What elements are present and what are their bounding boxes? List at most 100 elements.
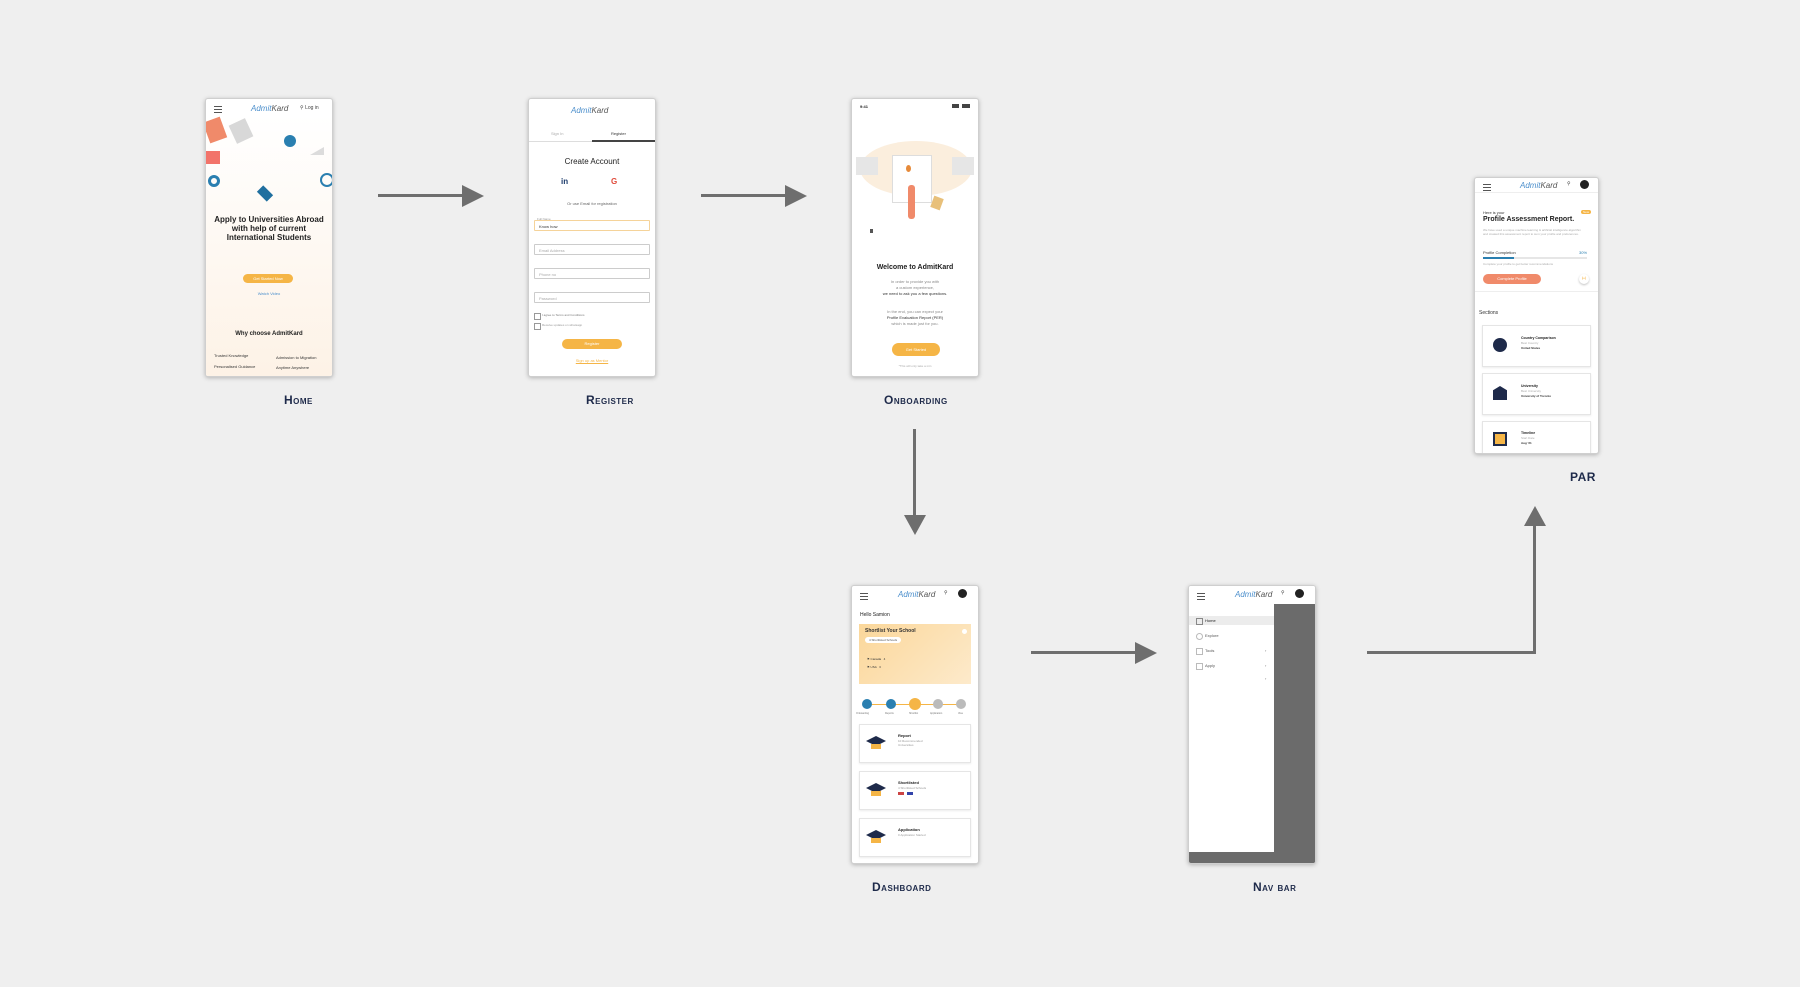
par-here: Here is your (1483, 210, 1505, 215)
caption-navbar: Nav bar (1253, 880, 1297, 894)
onboarding-line: In the end, you can expect your (887, 309, 943, 314)
menu-icon[interactable] (1197, 593, 1205, 600)
tab-register[interactable]: Register (611, 131, 626, 136)
nav-item-explore[interactable]: Explore (1205, 633, 1219, 638)
card-title: Report (898, 733, 911, 738)
clock-icon (320, 173, 332, 187)
register-button[interactable]: Register (562, 339, 622, 349)
shortlist-banner[interactable]: Shortlist Your School 4 Shortlisted Scho… (859, 624, 971, 684)
application-card[interactable]: Application 0 Application Started (859, 818, 971, 857)
feature-item: Admission to Migration (276, 355, 317, 360)
home-icon (1196, 618, 1203, 625)
nav-item-tools[interactable]: Tools (1205, 648, 1215, 653)
tools-icon (1196, 648, 1203, 655)
agree-checkbox[interactable] (534, 313, 541, 320)
updates-label: Receive updates on whatsapp (542, 323, 583, 327)
get-started-button[interactable]: Get Started Now (243, 274, 293, 283)
avatar[interactable] (958, 589, 967, 598)
create-account-title: Create Account (564, 157, 620, 166)
shortlisted-card[interactable]: Shortlisted 4 Shortlisted Schools (859, 771, 971, 810)
linkedin-icon[interactable]: in (561, 177, 569, 186)
tab-signin[interactable]: Sign In (551, 131, 564, 136)
close-icon[interactable] (962, 629, 967, 634)
sections-heading: Sections (1479, 310, 1499, 316)
illustration-panel (952, 157, 974, 175)
login-link[interactable]: ⚲ Log in (300, 105, 319, 111)
step-application-icon[interactable] (933, 699, 943, 709)
step-shortlist-icon[interactable] (909, 698, 921, 710)
card-title: Shortlisted (898, 780, 919, 785)
caption-dashboard: Dashboard (872, 880, 932, 894)
university-card[interactable]: University Best University University of… (1482, 373, 1591, 415)
name-field[interactable]: Know how (534, 220, 650, 231)
home-screen: AdmitKard ⚲ Log in Apply to Universities… (205, 98, 333, 377)
caption-par: PAR (1570, 470, 1596, 484)
timeline-card[interactable]: Timeline Start Date Aug '21 (1482, 421, 1591, 453)
arrowhead-right-icon (1135, 642, 1157, 664)
search-icon[interactable]: ⚲ (1281, 590, 1285, 596)
completion-hint: Complete your profile to get better reco… (1483, 262, 1554, 266)
new-badge: New (1581, 210, 1592, 214)
step-label: Application (930, 712, 943, 715)
menu-icon[interactable] (860, 593, 868, 600)
card-sub: 0 Application Started (898, 833, 926, 837)
greeting: Hello Samion (860, 612, 890, 618)
banner-pill: 4 Shortlisted Schools (865, 637, 902, 643)
flag-icon: ⚑ (867, 657, 870, 661)
card-sub: 10 Recommended Universities (898, 739, 923, 747)
watch-video-link[interactable]: Watch Video (257, 291, 281, 296)
menu-icon[interactable] (1483, 184, 1491, 191)
search-icon[interactable]: ⚲ (944, 590, 948, 596)
status-time: 9:41 (860, 104, 869, 109)
updates-checkbox[interactable] (534, 323, 541, 330)
share-icon[interactable]: ∺ (1579, 274, 1589, 284)
email-field[interactable]: Email Address (534, 244, 650, 255)
onboarding-line: In order to provide you with (890, 279, 940, 284)
password-field[interactable]: Password (534, 292, 650, 303)
card-value: University of Toronto (1521, 394, 1552, 398)
avatar[interactable] (1295, 589, 1304, 598)
menu-icon[interactable] (214, 106, 222, 113)
search-icon[interactable]: ⚲ (1567, 181, 1571, 187)
caption-home: Home (284, 393, 313, 407)
banner-title: Shortlist Your School (865, 628, 916, 634)
card-sub: Best University (1521, 389, 1542, 393)
arrowhead-up-icon (1524, 506, 1546, 526)
step-visa-icon[interactable] (956, 699, 966, 709)
card-title: University (1521, 384, 1538, 388)
name-label: Full Name (537, 217, 551, 221)
nav-active-bg (1189, 616, 1274, 625)
nav-item-apply[interactable]: Apply (1205, 663, 1216, 668)
explore-icon (1196, 633, 1203, 640)
step-reports-icon[interactable] (886, 699, 896, 709)
mentor-link[interactable]: Sign up as Mentor (575, 358, 609, 363)
par-title: Profile Assessment Report. (1483, 216, 1575, 223)
feature-item: Personalised Guidance (214, 364, 256, 369)
country-comparison-card[interactable]: Country Comparison Best Country United S… (1482, 325, 1591, 367)
dimmed-overlay[interactable] (1189, 852, 1315, 863)
globe-icon (284, 135, 296, 147)
onboarding-line: we need to ask you a few questions. (882, 291, 948, 296)
avatar[interactable] (1580, 180, 1589, 189)
nav-item-home[interactable]: Home (1205, 618, 1216, 623)
card-title: Application (898, 827, 920, 832)
google-icon[interactable]: G (611, 177, 618, 186)
dashboard-screen: AdmitKard ⚲ Hello Samion Shortlist Your … (851, 585, 979, 864)
onboarding-title: Welcome to AdmitKard (876, 264, 954, 271)
magnifier-icon (208, 175, 220, 187)
step-onboarding-icon[interactable] (862, 699, 872, 709)
chevron-right-icon: › (1265, 676, 1267, 681)
caption-onboarding: Onboarding (884, 393, 948, 407)
chevron-right-icon: › (1265, 663, 1267, 668)
complete-profile-button[interactable]: Complete Profile (1483, 274, 1541, 284)
illustration-cup (870, 229, 873, 233)
navbar-screen: AdmitKard ⚲ Home Explore Tools › Apply ›… (1188, 585, 1316, 864)
card-value: Aug '21 (1521, 441, 1532, 445)
flag-icon: ⚑ (867, 665, 870, 669)
step-label: Shortlist (909, 712, 919, 715)
get-started-button[interactable]: Get Started (892, 343, 940, 356)
arrowhead-right-icon (462, 185, 484, 207)
phone-field[interactable]: Phone no (534, 268, 650, 279)
report-card[interactable]: Report 10 Recommended Universities (859, 724, 971, 763)
dimmed-overlay[interactable] (1274, 604, 1315, 863)
